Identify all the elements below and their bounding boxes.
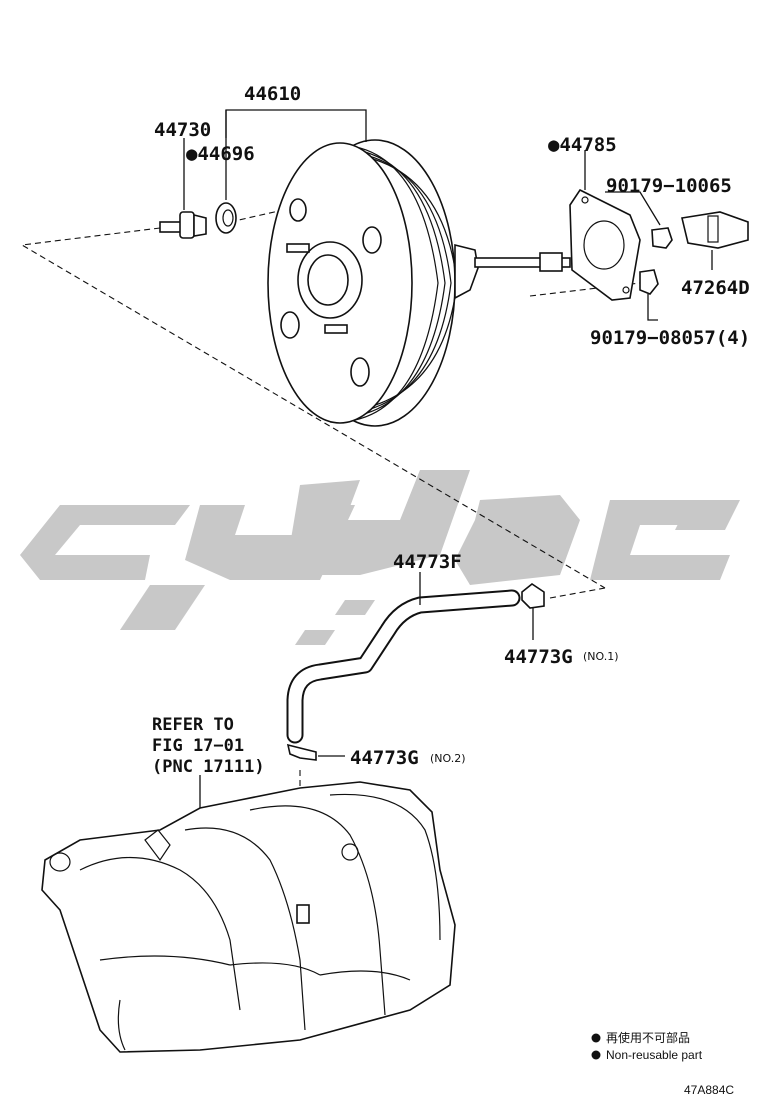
reference-line-1: REFER TO [152, 715, 234, 735]
label-47264d: 47264D [681, 277, 750, 299]
label-44696: ●44696 [186, 143, 255, 165]
label-44785: ●44785 [548, 134, 617, 156]
gasket [569, 188, 641, 301]
check-valve [159, 211, 207, 239]
label-44730: 44730 [154, 119, 211, 141]
legend-row-2: Non-reusable part [606, 1048, 703, 1062]
legend-bullet-2 [591, 1050, 601, 1060]
label-90179-10065: 90179−10065 [606, 175, 732, 197]
label-44773g-no1-note: (NO.1) [583, 650, 619, 663]
leader-lines [183, 109, 713, 808]
reference-line-2: FIG 17−01 [152, 736, 244, 756]
label-44773g-no2-note: (NO.2) [430, 752, 466, 765]
label-44773g-no2: 44773G [350, 747, 419, 769]
label-44773f: 44773F [393, 551, 462, 573]
clevis [681, 211, 749, 249]
legend-bullet-1 [591, 1033, 601, 1043]
hose-clip-no1 [521, 583, 545, 609]
diagram-code: 47A884C [684, 1083, 734, 1097]
watermark-logo [20, 470, 740, 645]
legend-row-1: 再使用不可部品 [606, 1030, 690, 1045]
reference-line-3: (PNC 17111) [152, 757, 265, 777]
nut-lower [639, 269, 659, 295]
grommet [215, 202, 237, 234]
label-90179-08057: 90179−08057(4) [590, 327, 750, 349]
label-44610: 44610 [244, 83, 301, 105]
legend: 再使用不可部品 Non-reusable part [591, 1030, 703, 1062]
vacuum-hose [286, 589, 521, 744]
brake-booster [267, 139, 571, 427]
hose-clip-no2 [286, 743, 317, 761]
intake-manifold [41, 781, 456, 1053]
label-44773g-no1: 44773G [504, 646, 573, 668]
nut-upper [651, 227, 673, 249]
